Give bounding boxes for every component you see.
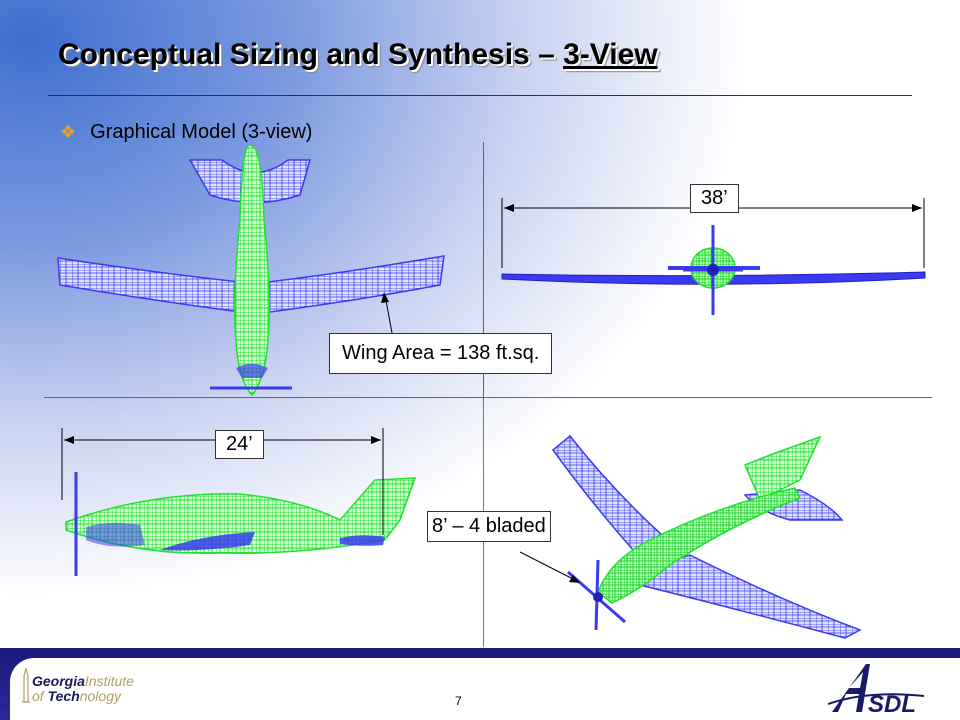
gt-logo-text: GeorgiaInstitute of Technology (32, 674, 134, 704)
gt-word-of: of (32, 688, 48, 704)
asdl-a-mark-icon (832, 664, 870, 712)
title-divider (48, 95, 912, 96)
side-view-fuselage (65, 477, 417, 555)
top-view (57, 144, 445, 397)
gt-word-institute: Institute (84, 673, 134, 689)
leader-prop (519, 551, 580, 583)
top-view-fuselage (233, 144, 271, 397)
footer-panel (10, 658, 960, 720)
quadrant-divider-vertical (483, 142, 484, 647)
diamond-bullet-icon: ❖ (60, 122, 77, 142)
bullet-item: ❖ Graphical Model (3-view) (60, 121, 312, 144)
iso-view-fuselage (597, 487, 802, 604)
asdl-logo: SDL (828, 664, 925, 716)
gt-word-georgia: Georgia (32, 673, 85, 689)
bullet-text: Graphical Model (3-view) (90, 121, 313, 143)
length-dimension-label: 24’ (215, 430, 264, 459)
wing-area-label: Wing Area = 138 ft.sq. (329, 333, 553, 374)
gt-tower-icon (22, 668, 30, 703)
dimension-span (501, 198, 925, 268)
iso-view-vtail (744, 435, 822, 502)
side-view (65, 472, 417, 576)
gt-word-nology: nology (79, 688, 121, 704)
asdl-text: SDL (868, 691, 916, 716)
side-view-htail (340, 535, 385, 546)
front-view (501, 225, 926, 315)
prop-label: 8’ – 4 bladed (427, 511, 551, 542)
iso-view-right-wing (639, 554, 862, 639)
span-dimension-label: 38’ (690, 184, 739, 213)
leader-wing-area (381, 292, 393, 334)
isometric-view (551, 434, 862, 639)
slide-title-main: Conceptual Sizing and Synthesis – (58, 38, 564, 71)
page-number: 7 (455, 694, 462, 708)
gt-word-tech: Tech (47, 688, 80, 704)
aircraft-3view-drawing (57, 144, 926, 639)
quadrant-divider-horizontal (44, 397, 932, 398)
slide-title: Conceptual Sizing and Synthesis – 3-View (58, 38, 658, 72)
side-view-wing (160, 532, 255, 551)
slide-title-underlined: 3-View (563, 38, 658, 71)
